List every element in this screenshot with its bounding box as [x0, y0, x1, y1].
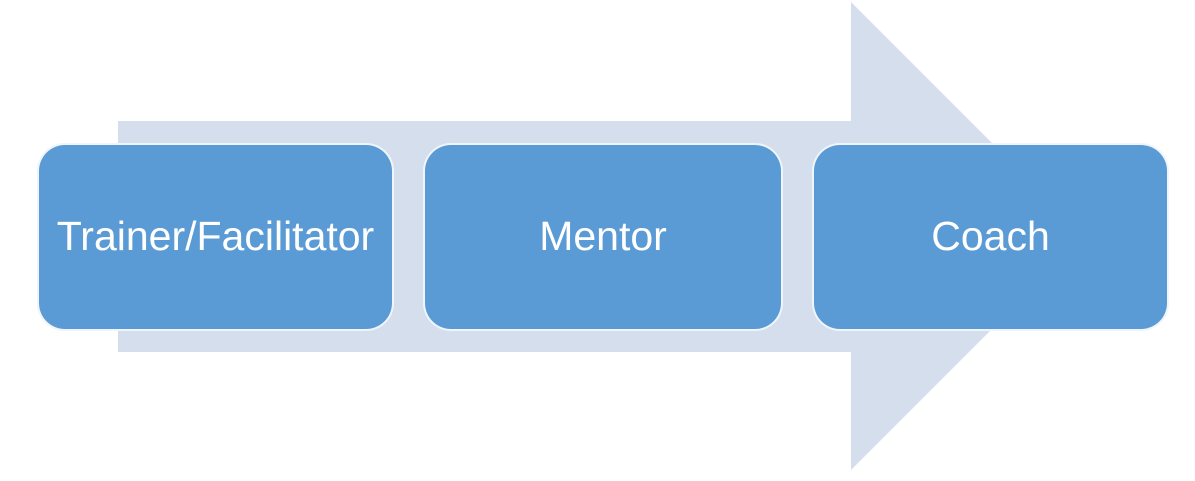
step-label-trainer-facilitator: Trainer/Facilitator [56, 213, 375, 260]
step-box-trainer-facilitator: Trainer/Facilitator [37, 143, 394, 331]
step-label-coach: Coach [931, 213, 1050, 260]
step-box-coach: Coach [812, 143, 1169, 331]
step-label-mentor: Mentor [539, 213, 667, 260]
step-box-mentor: Mentor [423, 143, 783, 331]
